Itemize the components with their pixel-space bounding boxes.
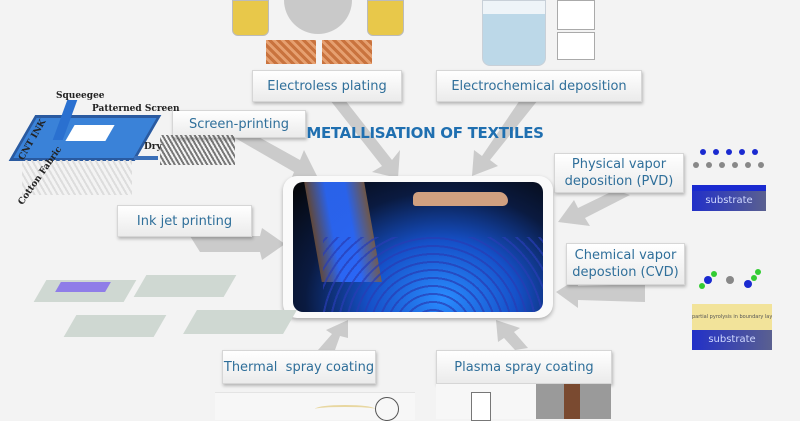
plasma-spray-illustration — [436, 384, 611, 421]
label-text: Physical vapor deposition (PVD) — [564, 157, 674, 189]
arrow-electrochemical — [472, 100, 538, 176]
pvd-substrate: substrate — [692, 191, 766, 211]
thermal-spray-label: Thermal spray coating — [222, 350, 376, 384]
cvd-label: Chemical vapor depostion (CVD) — [566, 243, 685, 285]
label-text: Electrochemical deposition — [451, 78, 627, 94]
patterned-screen-text: Patterned Screen — [92, 104, 180, 114]
pvd-illustration: substrate — [688, 145, 778, 217]
plasma-spray-label: Plasma spray coating — [436, 350, 612, 384]
arrow-screen — [230, 135, 318, 182]
ink-jet-printing-label: Ink jet printing — [117, 205, 252, 237]
metallized-textile-image — [293, 182, 543, 312]
label-text: Electroless plating — [267, 78, 387, 94]
electroless-illustration — [232, 0, 404, 66]
label-text: Thermal spray coating — [223, 359, 375, 375]
label-text: Chemical vapor depostion (CVD) — [572, 248, 679, 280]
dry-text: Dry — [144, 142, 162, 152]
screen-printing-label: Screen-printing — [172, 110, 306, 138]
electrochemical-deposition-label: Electrochemical deposition — [436, 70, 642, 102]
squeegee-text: Squeegee — [56, 91, 105, 101]
cvd-substrate: substrate — [692, 330, 772, 350]
arrow-electroless — [330, 100, 400, 178]
arrow-cvd — [556, 278, 645, 308]
label-text: Screen-printing — [188, 116, 290, 132]
electroless-plating-label: Electroless plating — [252, 70, 402, 102]
arrow-thermal — [318, 320, 348, 350]
arrow-pvd — [558, 190, 630, 226]
label-text: Ink jet printing — [136, 213, 233, 229]
screen-printing-illustration: Squeegee Patterned Screen CNT INK Dry Co… — [0, 85, 250, 207]
dry-arrow-icon — [134, 156, 158, 160]
electrochemical-illustration — [482, 0, 597, 66]
cvd-molecules — [699, 269, 761, 289]
center-textile-image-frame — [283, 176, 553, 318]
thermal-spray-illustration — [215, 392, 415, 421]
cvd-illustration: partial pyrolysis in boundary layer subs… — [688, 268, 778, 352]
pvd-label: Physical vapor deposition (PVD) — [554, 153, 684, 193]
cvd-boundary-text: partial pyrolysis in boundary layer — [692, 314, 772, 320]
diagram-title: METALLISATION OF TEXTILES — [306, 124, 544, 142]
inkjet-illustration — [33, 270, 300, 350]
arrow-plasma — [496, 320, 528, 350]
label-text: Plasma spray coating — [454, 359, 594, 375]
pvd-particles — [692, 149, 766, 191]
hand-image — [413, 192, 508, 206]
